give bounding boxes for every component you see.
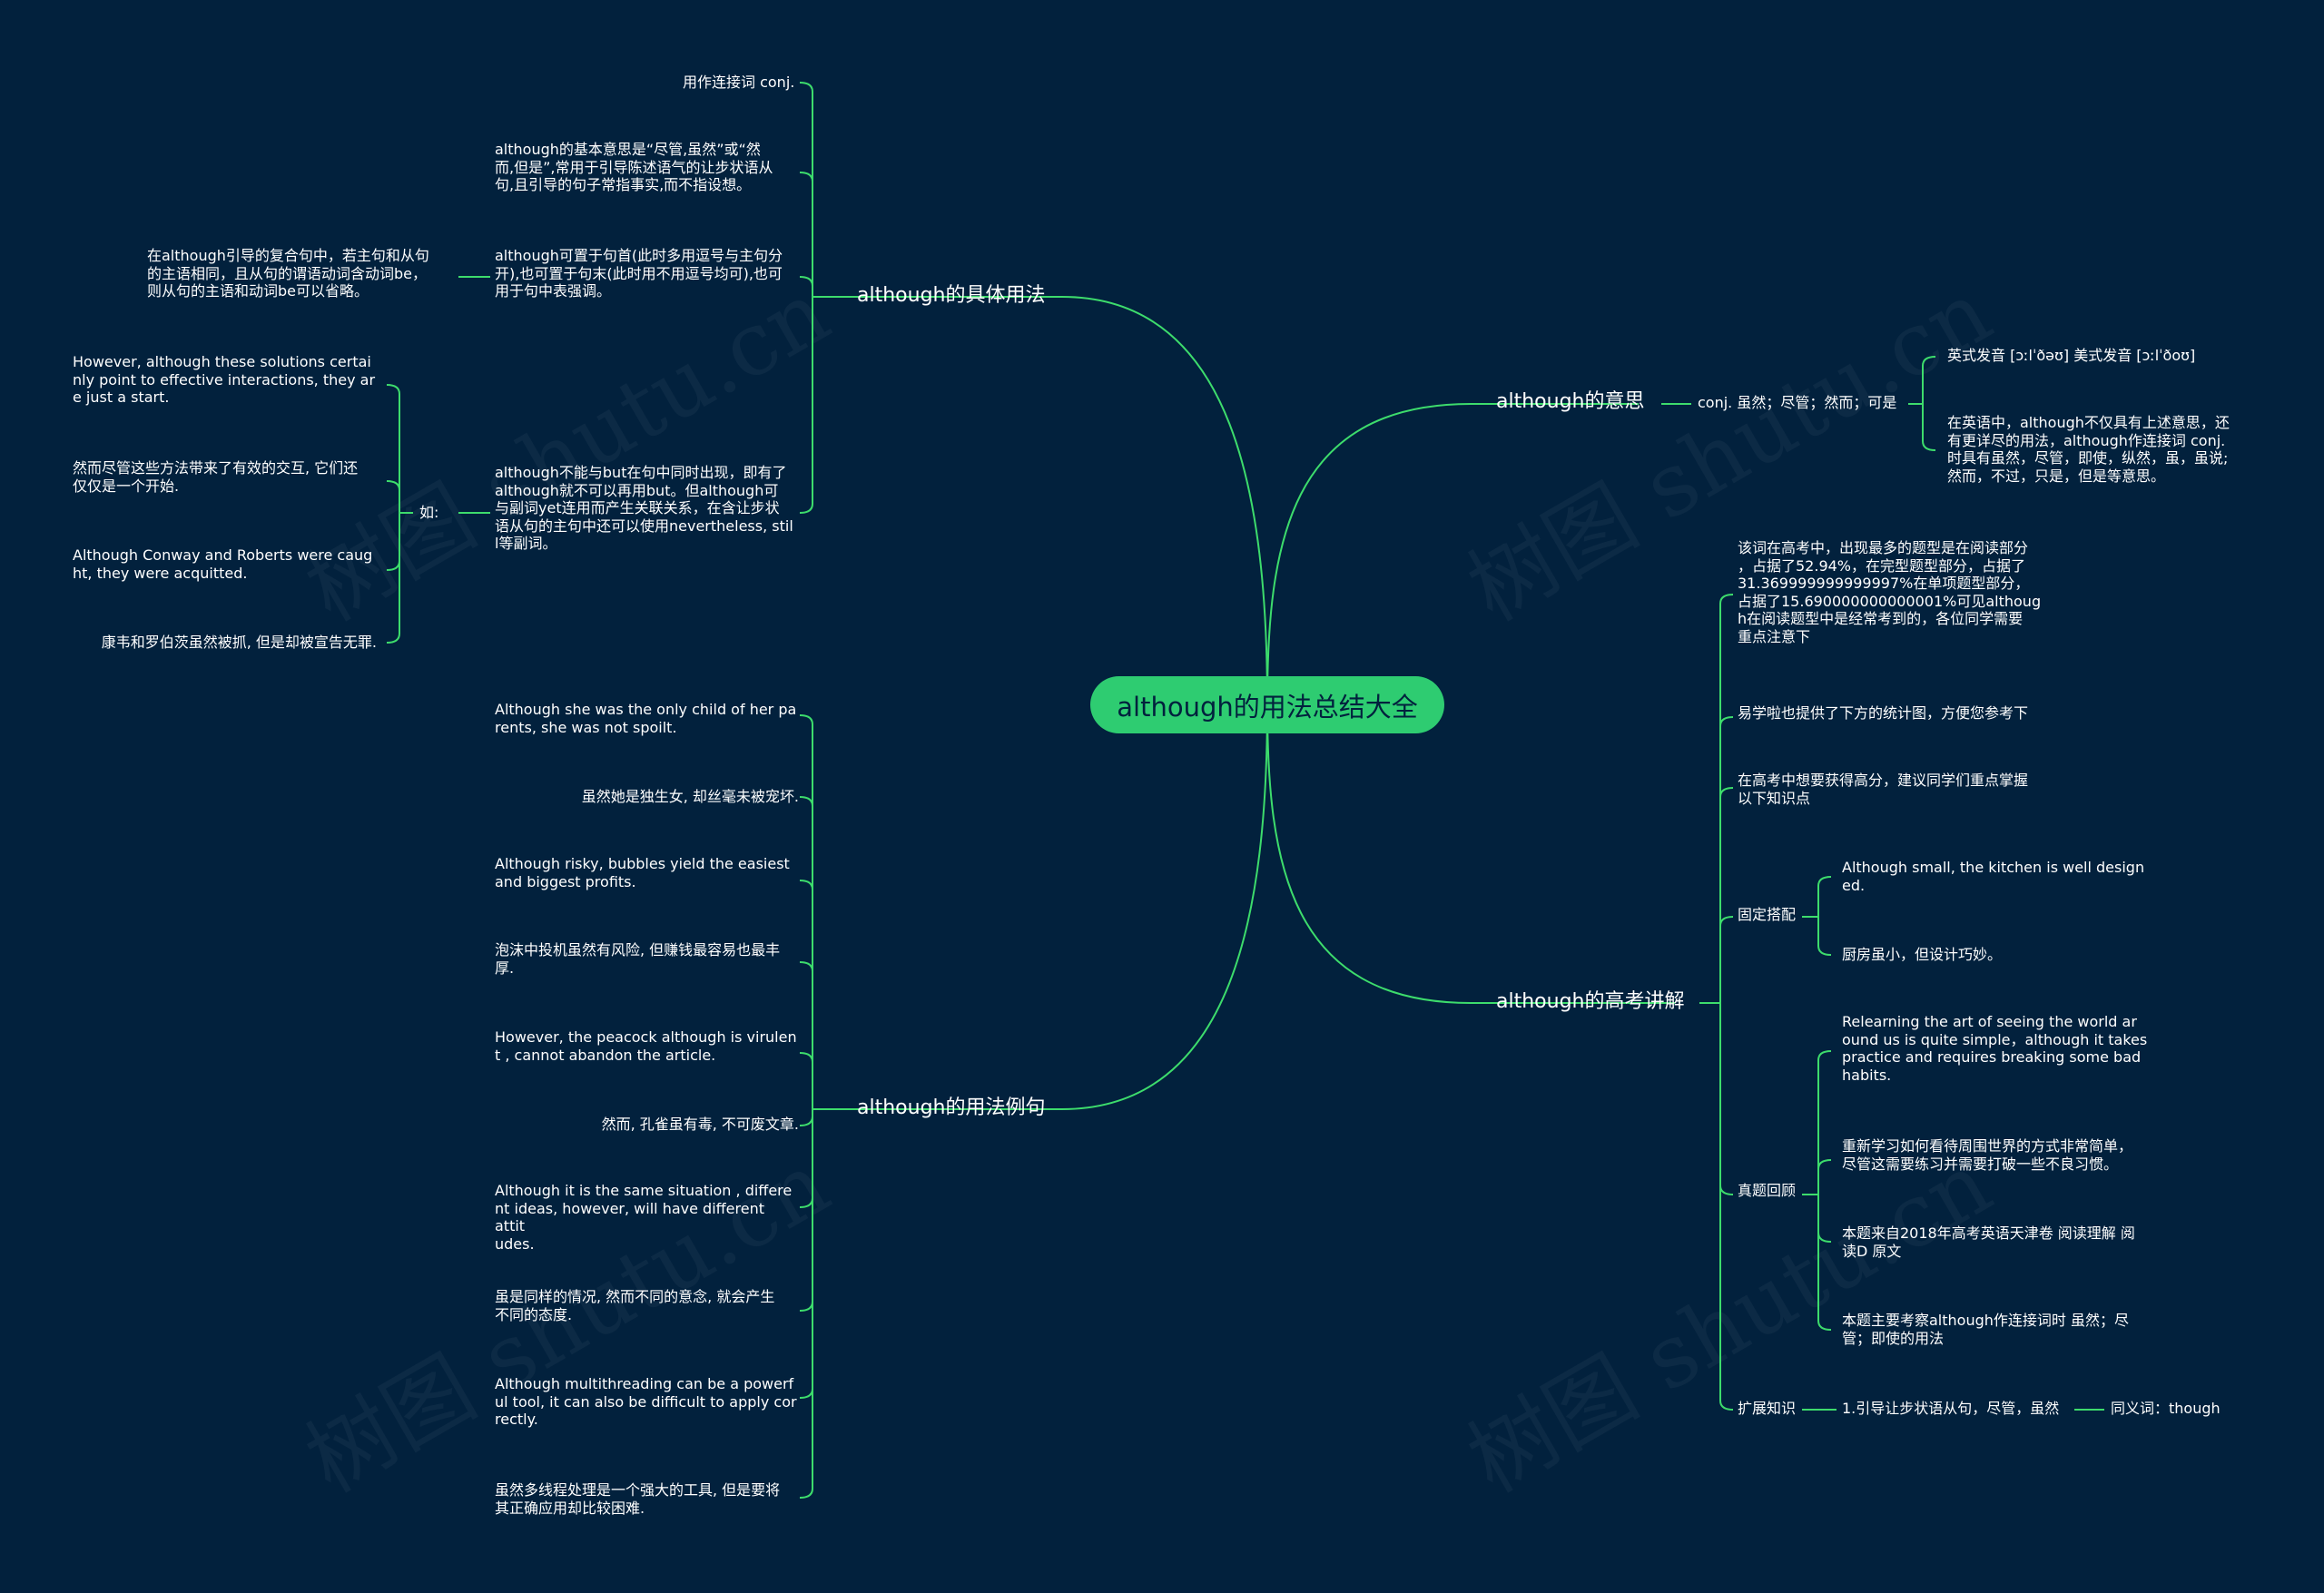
exam-review-item[interactable]: Relearning the art of seeing the world a… xyxy=(1842,1013,2148,1084)
root-to-sentences xyxy=(849,703,1268,1110)
meaning-explanation[interactable]: 在英语中，although不仅具有上述意思，还 有更详尽的用法，although… xyxy=(1947,414,2230,485)
sentence-item[interactable]: 然而, 孔雀虽有毒, 不可废文章. xyxy=(601,1116,799,1133)
review-bracket-link xyxy=(1817,1195,1832,1243)
root-to-exam xyxy=(1266,703,1675,1004)
fixed-bracket-link xyxy=(1817,917,1832,956)
exam-intro[interactable]: 易学啦也提供了下方的统计图，方便您参考下 xyxy=(1738,704,2029,722)
exam-review-label[interactable]: 真题回顾 xyxy=(1738,1182,1797,1199)
usage-bracket-link xyxy=(799,276,813,297)
sentence-bracket-link xyxy=(799,961,813,1109)
exam-extend-item[interactable]: 1.引导让步状语从句，尽管，虽然 xyxy=(1842,1400,2060,1417)
review-bracket-link xyxy=(1817,1159,1832,1195)
exam-bracket-link xyxy=(1719,716,1734,1003)
usage-bracket-link xyxy=(799,297,813,514)
sentence-item[interactable]: 泡沫中投机虽然有风险, 但赚钱最容易也最丰 厚. xyxy=(495,941,781,977)
sentence-item[interactable]: Although multithreading can be a powerf … xyxy=(495,1375,797,1429)
definition-bracket-link xyxy=(1922,404,1936,451)
meaning-definition[interactable]: conj. 虽然；尽管；然而；可是 xyxy=(1698,394,1897,411)
usage-position[interactable]: although可置于句首(此时多用逗号与主句分 开),也可置于句末(此时用不用… xyxy=(495,247,783,300)
usage-bracket-link xyxy=(799,172,813,297)
branch-usage[interactable]: although的具体用法 xyxy=(857,284,1046,307)
exam-synonym[interactable]: 同义词：though xyxy=(2111,1400,2221,1417)
exam-fixed-item[interactable]: 厨房虽小，但设计巧妙。 xyxy=(1842,946,2003,963)
sentence-bracket-link xyxy=(799,1052,813,1109)
exam-review-item[interactable]: 本题来自2018年高考英语天津卷 阅读理解 阅 读D 原文 xyxy=(1842,1224,2135,1260)
exam-review-item[interactable]: 重新学习如何看待周围世界的方式非常简单， 尽管这需要练习并需要打破一些不良习惯。 xyxy=(1842,1137,2133,1173)
usage-conj[interactable]: 用作连接词 conj. xyxy=(683,74,795,91)
sentence-bracket-link xyxy=(799,1109,813,1399)
example-bracket-link xyxy=(386,513,400,644)
usage-example[interactable]: 康韦和罗伯茨虽然被抓, 但是却被宣告无罪. xyxy=(101,634,377,651)
exam-bracket-link xyxy=(1719,787,1734,1003)
exam-bracket-link xyxy=(1719,1003,1734,1411)
sentence-bracket-link xyxy=(799,1109,813,1312)
root-topic[interactable]: although的用法总结大全 xyxy=(1090,676,1444,733)
sentence-item[interactable]: Although she was the only child of her p… xyxy=(495,701,797,736)
exam-fixed-label[interactable]: 固定搭配 xyxy=(1738,906,1797,923)
exam-extend-label[interactable]: 扩展知识 xyxy=(1738,1400,1797,1417)
usage-example-label[interactable]: 如: xyxy=(419,504,439,521)
sentence-item[interactable]: 虽是同样的情况, 然而不同的意念, 就会产生 不同的态度. xyxy=(495,1288,775,1323)
usage-basic[interactable]: although的基本意思是“尽管,虽然”或“然 而,但是”,常用于引导陈述语气… xyxy=(495,141,773,194)
root-to-usage xyxy=(849,296,1268,705)
exam-intro[interactable]: 在高考中想要获得高分，建议同学们重点掌握 以下知识点 xyxy=(1738,772,2029,807)
root-to-meaning xyxy=(1266,403,1639,705)
exam-intro[interactable]: 该词在高考中，出现最多的题型是在阅读部分 ，占据了52.94%，在完型题型部分，… xyxy=(1738,539,2042,645)
sentence-bracket-link xyxy=(799,1109,813,1126)
usage-position-note[interactable]: 在although引导的复合句中，若主句和从句 的主语相同，且从句的谓语动词含动… xyxy=(147,247,429,300)
branch-sentences[interactable]: although的用法例句 xyxy=(857,1096,1046,1119)
review-bracket-link xyxy=(1817,1195,1832,1331)
branch-exam[interactable]: although的高考讲解 xyxy=(1496,990,1685,1013)
example-bracket-link xyxy=(386,513,400,571)
sentence-item[interactable]: Although it is the same situation , diff… xyxy=(495,1182,793,1253)
usage-bracket-link xyxy=(799,82,813,297)
example-bracket-link xyxy=(386,480,400,513)
sentence-item[interactable]: 虽然多线程处理是一个强大的工具, 但是要将 其正确应用却比较困难. xyxy=(495,1481,781,1517)
exam-fixed-item[interactable]: Although small, the kitchen is well desi… xyxy=(1842,859,2145,894)
exam-bracket-link xyxy=(1719,594,1734,1003)
fixed-bracket-link xyxy=(1817,876,1832,917)
example-bracket-link xyxy=(386,384,400,513)
sentence-bracket-link xyxy=(799,1109,813,1499)
sentence-item[interactable]: However, the peacock although is virulen… xyxy=(495,1028,797,1064)
sentence-item[interactable]: 虽然她是独生女, 却丝毫未被宠坏. xyxy=(581,788,799,805)
exam-review-item[interactable]: 本题主要考察although作连接词时 虽然；尽 管；即使的用法 xyxy=(1842,1312,2129,1347)
sentence-bracket-link xyxy=(799,796,813,1109)
usage-example[interactable]: However, although these solutions certai… xyxy=(73,353,376,407)
sentence-bracket-link xyxy=(799,714,813,1109)
definition-bracket-link xyxy=(1922,356,1936,404)
sentence-item[interactable]: Although risky, bubbles yield the easies… xyxy=(495,855,790,890)
usage-but-rule[interactable]: although不能与but在句中同时出现，即有了 although就不可以再用… xyxy=(495,464,793,553)
review-bracket-link xyxy=(1817,1050,1832,1195)
exam-bracket-link xyxy=(1719,916,1734,1003)
exam-bracket-link xyxy=(1719,1003,1734,1195)
usage-example[interactable]: 然而尽管这些方法带来了有效的交互, 它们还 仅仅是一个开始. xyxy=(73,459,359,495)
usage-example[interactable]: Although Conway and Roberts were caug ht… xyxy=(73,546,373,582)
sentence-bracket-link xyxy=(799,880,813,1109)
branch-meaning[interactable]: although的意思 xyxy=(1496,390,1645,413)
meaning-pronunciation[interactable]: 英式发音 [ɔːlˈðəʊ] 美式发音 [ɔːlˈðoʊ] xyxy=(1947,347,2196,364)
